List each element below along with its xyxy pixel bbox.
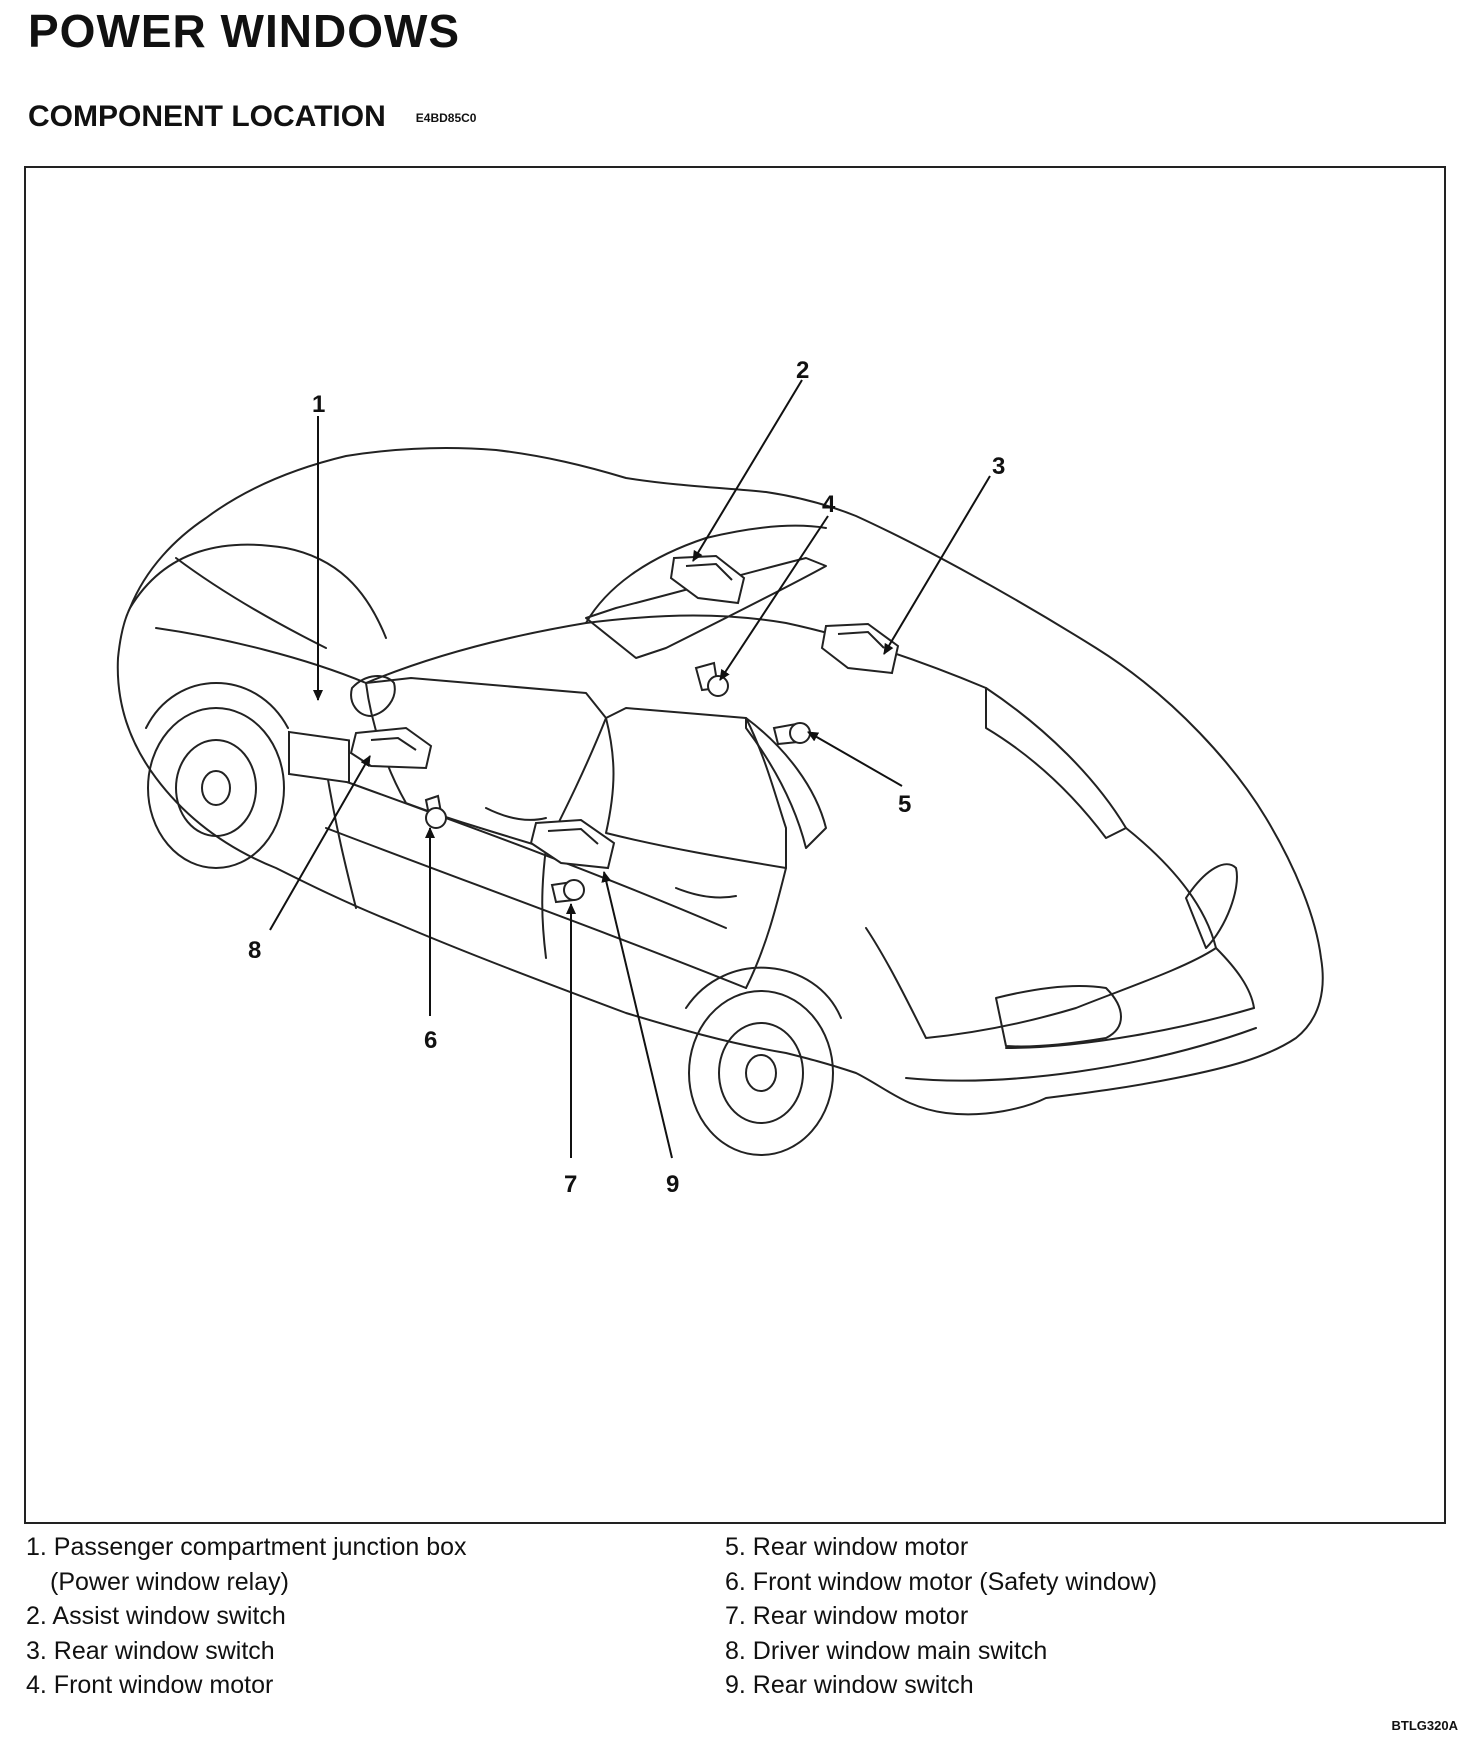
assist-window-switch [669, 554, 746, 605]
legend-item-1: 1. Passenger compartment junction box [26, 1533, 467, 1561]
callout-4: 4 [822, 491, 836, 518]
legend-left: 1. Passenger compartment junction box (P… [26, 1530, 706, 1703]
callout-8: 8 [248, 937, 261, 964]
callout-3: 3 [992, 453, 1005, 480]
junction-box [288, 730, 350, 784]
leader-5 [807, 731, 903, 787]
legend-item-1-note: (Power window relay) [50, 1567, 289, 1596]
legend-item-3: 3. Rear window switch [26, 1636, 275, 1665]
rear-window-motor-left [550, 879, 585, 904]
front-window-motor-safety [424, 794, 447, 829]
leader-4 [719, 515, 829, 681]
section-title: COMPONENT LOCATION E4BD85C0 [28, 100, 476, 134]
leader-8 [269, 755, 371, 931]
car-outline [116, 447, 1324, 1156]
section-title-text: COMPONENT LOCATION [28, 100, 386, 133]
leader-lines [269, 379, 991, 1159]
callout-labels: 1 2 3 4 5 6 7 8 9 [248, 357, 1005, 1198]
callout-5: 5 [898, 791, 911, 818]
components [288, 554, 900, 904]
legend-item-6: 6. Front window motor (Safety window) [725, 1567, 1158, 1596]
car-component-diagram: 1 2 3 4 5 6 7 8 9 [116, 357, 1324, 1198]
legend-item-2: 2. Assist window switch [26, 1602, 286, 1630]
callout-2: 2 [796, 357, 809, 384]
driver-window-main-switch [349, 726, 433, 770]
figure-code: BTLG320A [1391, 1718, 1458, 1733]
leader-9 [601, 871, 673, 1159]
legend-item-7: 7. Rear window motor [725, 1602, 969, 1630]
callout-7: 7 [564, 1171, 577, 1198]
front-window-motor [694, 661, 729, 697]
page-title: POWER WINDOWS [28, 5, 461, 57]
callout-6: 6 [424, 1027, 437, 1054]
rear-door-window-switch [529, 818, 616, 870]
callout-1: 1 [312, 391, 325, 418]
legend-right: 5. Rear window motor 6. Front window mot… [725, 1530, 1425, 1703]
leader-3 [883, 475, 991, 655]
section-code: E4BD85C0 [415, 111, 477, 126]
callout-9: 9 [666, 1171, 679, 1198]
legend-item-4: 4. Front window motor [26, 1671, 274, 1699]
rear-window-motor-right [772, 722, 811, 746]
legend-item-5: 5. Rear window motor [725, 1533, 969, 1561]
rear-window-switch-right [820, 622, 900, 675]
legend-item-8: 8. Driver window main switch [725, 1636, 1048, 1665]
leader-2 [692, 379, 803, 562]
legend-item-9: 9. Rear window switch [725, 1671, 974, 1699]
diagram-frame: 1 2 3 4 5 6 7 8 9 [24, 166, 1446, 1524]
